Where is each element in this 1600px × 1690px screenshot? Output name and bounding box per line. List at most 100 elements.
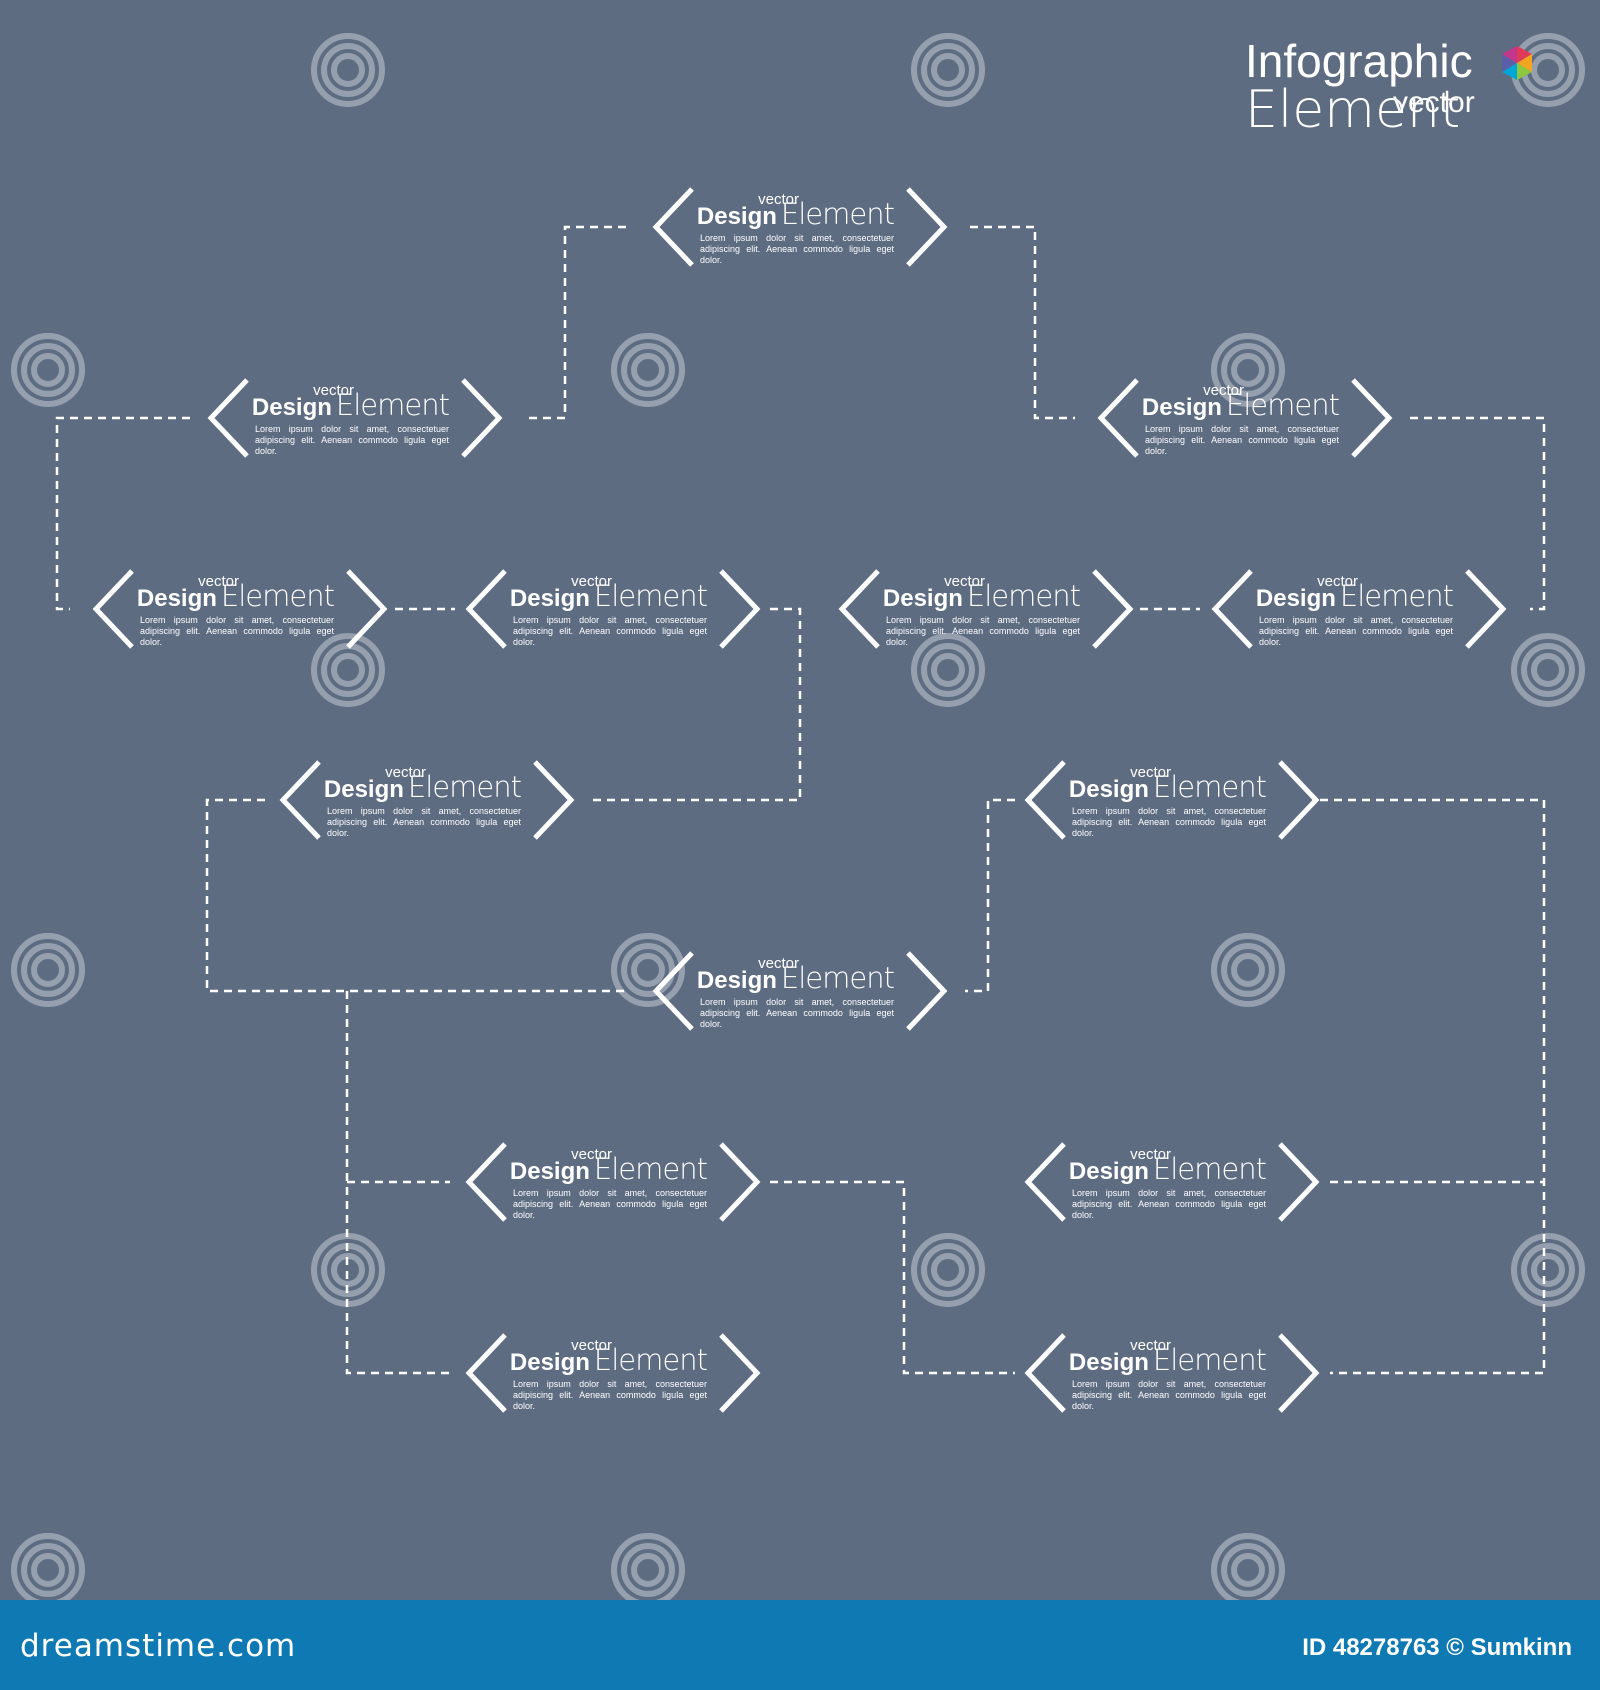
node-heading-element: Element [335,388,450,422]
watermark-spiral-icon [911,33,985,107]
watermark-spiral-icon [1211,933,1285,1007]
chevron-pair-icon [1211,569,1507,649]
footer-image-id: ID 48278763 © Sumkinn [1302,1634,1572,1661]
chevron-pair-icon [652,187,948,267]
node-body-text: Lorem ipsum dolor sit amet, consectetuer… [1145,424,1339,456]
watermark-spiral-icon [1511,633,1585,707]
chevron-pair-icon [1024,1333,1320,1413]
node-heading-design: Design [882,585,963,612]
chevron-pair-icon [92,569,388,649]
watermark-spiral-icon [11,1533,85,1600]
node-body-text: Lorem ipsum dolor sit amet, consectetuer… [255,424,449,456]
node-heading-design: Design [323,776,404,803]
node-body-text: Lorem ipsum dolor sit amet, consectetuer… [140,615,334,647]
node-small-label: vector [1130,1146,1171,1163]
node-heading-element: Element [1152,1152,1267,1186]
node-small-label: vector [1130,764,1171,781]
connector-line [1320,798,1546,1375]
hexagon-logo-icon [1502,46,1532,80]
connector-line [345,991,450,1375]
footer-logo[interactable]: dreamstime.com [20,1628,297,1664]
chevron-pair-icon [279,760,575,840]
watermark-spiral-icon [611,1533,685,1600]
watermark-spiral-icon [611,933,685,1007]
node-heading-design: Design [1068,1349,1149,1376]
node-heading-element: Element [1339,579,1454,613]
node-small-label: vector [198,573,239,590]
chevron-pair-icon [1024,760,1320,840]
node-body-text: Lorem ipsum dolor sit amet, consectetuer… [513,1379,707,1411]
node-small-label: vector [571,1146,612,1163]
connector-lines [11,33,1585,1600]
node-heading-design: Design [1141,394,1222,421]
node-small-label: vector [1130,1337,1171,1354]
watermark-spiral-icon [311,33,385,107]
node-heading-design: Design [696,967,777,994]
node-heading-element: Element [593,579,708,613]
node-heading-design: Design [136,585,217,612]
connector-line [965,798,1015,993]
node-body-text: Lorem ipsum dolor sit amet, consectetuer… [1259,615,1453,647]
node-small-label: vector [571,1337,612,1354]
chevron-pair-icon [465,569,761,649]
connector-line [590,607,802,802]
node-heading-element: Element [1152,1343,1267,1377]
node-heading-element: Element [593,1152,708,1186]
title-line-vector: vector [1393,86,1475,119]
node-body-text: Lorem ipsum dolor sit amet, consectetuer… [700,997,894,1029]
title-line-element: Element [1245,80,1461,140]
connector-line [525,225,626,420]
node-heading-design: Design [1068,1158,1149,1185]
watermark-spiral-icon [11,933,85,1007]
node-body-text: Lorem ipsum dolor sit amet, consectetuer… [1072,806,1266,838]
node-body-text: Lorem ipsum dolor sit amet, consectetuer… [700,233,894,265]
connector-line [770,1180,1015,1375]
node-body-text: Lorem ipsum dolor sit amet, consectetuer… [886,615,1080,647]
node-heading-element: Element [966,579,1081,613]
node-small-label: vector [758,955,799,972]
node-heading-element: Element [1152,770,1267,804]
connector-line [205,798,626,993]
title-line-infographic: Infographic [1245,35,1473,87]
node-small-label: vector [758,191,799,208]
watermark-spiral-icon [11,333,85,407]
node-body-text: Lorem ipsum dolor sit amet, consectetuer… [1072,1188,1266,1220]
node-body-text: Lorem ipsum dolor sit amet, consectetuer… [1072,1379,1266,1411]
node-heading-design: Design [1068,776,1149,803]
chevron-pair-icon [207,378,503,458]
node-heading-design: Design [509,1158,590,1185]
node-heading-design: Design [509,585,590,612]
node-heading-element: Element [220,579,335,613]
node-heading-element: Element [407,770,522,804]
chevron-pair-icon [465,1333,761,1413]
node-heading-element: Element [780,197,895,231]
node-small-label: vector [1317,573,1358,590]
node-heading-design: Design [1255,585,1336,612]
watermark-spiral-icon [1211,1533,1285,1600]
watermark-spiral-icon [911,633,985,707]
footer-bar: dreamstime.com ID 48278763 © Sumkinn [0,1600,1600,1690]
